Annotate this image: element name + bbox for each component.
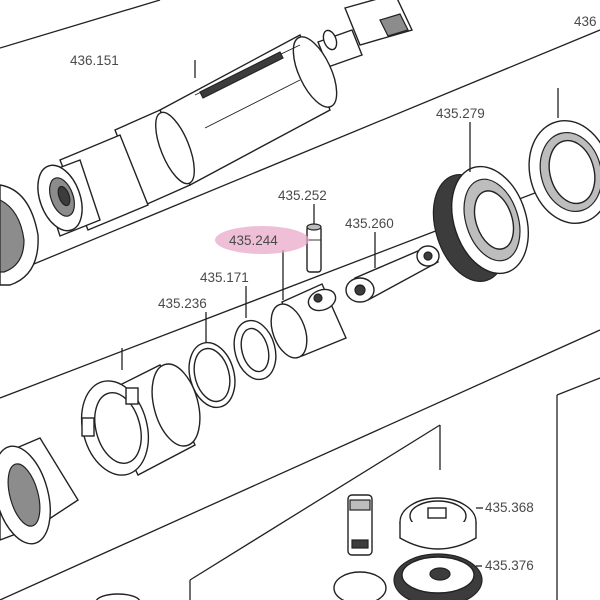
label-435-244: 435.244 — [229, 233, 278, 248]
label-435-376: 435.376 — [485, 558, 534, 573]
housing-cup — [80, 363, 201, 476]
part-labels: 436.151 435.279 435.252 435.260 435.244 … — [70, 14, 597, 573]
ring-435-236 — [188, 312, 236, 409]
leader-lines — [476, 507, 483, 567]
gear-435-376 — [393, 553, 483, 600]
label-436-topright: 436 — [574, 14, 597, 29]
pin-435-252 — [306, 204, 322, 273]
label-435-279: 435.279 — [436, 106, 485, 121]
piston-435-244 — [270, 250, 347, 359]
label-435-236: 435.236 — [158, 296, 207, 311]
rod-435-260 — [345, 232, 440, 303]
left-ring-partial — [0, 184, 39, 286]
label-435-260: 435.260 — [345, 216, 394, 231]
label-435-171: 435.171 — [200, 270, 249, 285]
label-435-368: 435.368 — [485, 500, 534, 515]
small-ring-bottom-left — [95, 593, 141, 600]
ring-435-279 — [528, 88, 600, 224]
gear-435-279 — [432, 122, 529, 282]
highlight-435-244 — [215, 226, 309, 254]
small-shaft-bottom — [333, 494, 387, 600]
label-435-252: 435.252 — [278, 188, 327, 203]
label-436-151: 436.151 — [70, 53, 119, 68]
oring-435-171 — [233, 286, 277, 381]
shaft-436-151 — [37, 0, 413, 237]
cap-435-368 — [399, 497, 477, 550]
toothed-ring-bottom-left — [0, 437, 79, 545]
